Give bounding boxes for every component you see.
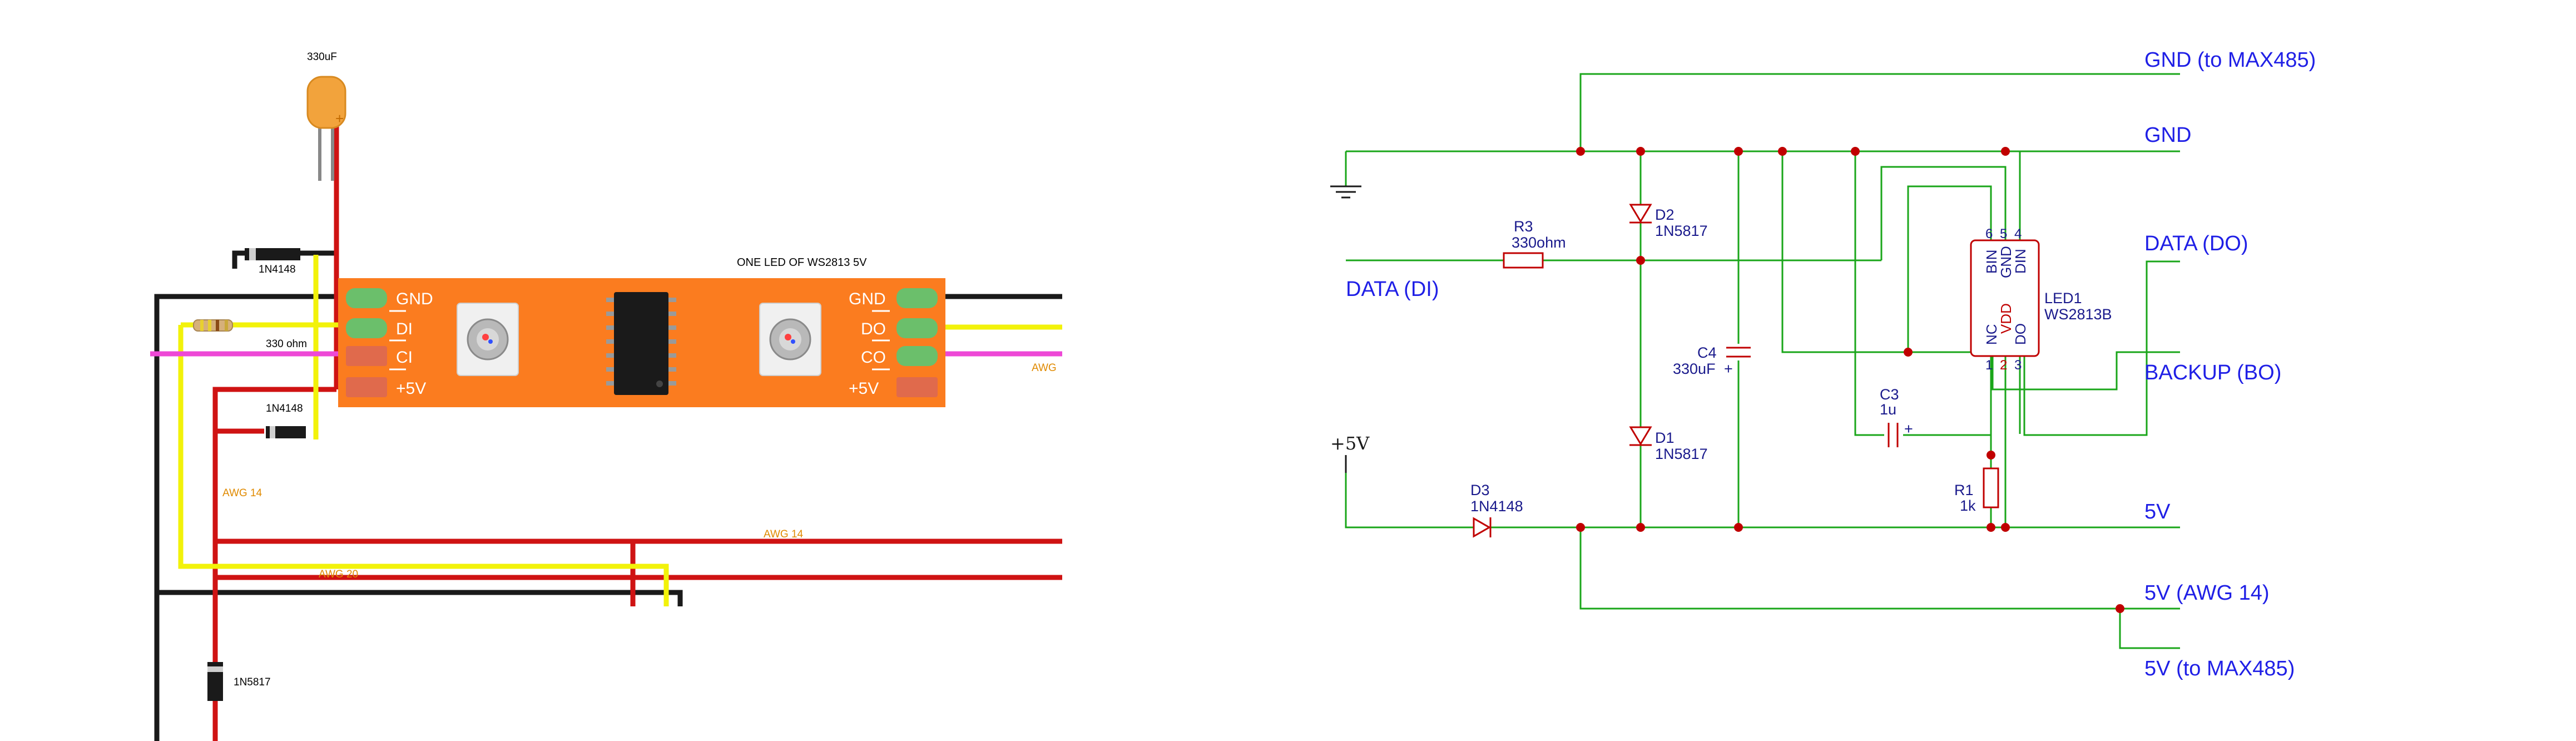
diode-1n4148-mid [266,426,306,438]
c4-ref: C4 [1697,344,1717,361]
d1-diode [1629,426,1652,446]
net-gnd: GND [2144,124,2191,147]
driver-ic [606,292,676,395]
net-gnd-max485: GND (to MAX485) [2144,48,2316,72]
c4-plus: + [1724,360,1733,377]
cap-value-label: 330uF [307,51,337,63]
pad-left-ci: CI [396,348,413,367]
r1-value: 1k [1960,497,1976,514]
led-chip-left [457,303,519,376]
d2-ref: D2 [1655,206,1675,223]
awg20-label: AWG 20 [319,569,358,580]
cap-polarity-mark: + [335,110,344,127]
led-strip-segment [338,278,945,407]
led1-pin-names: BIN GND DIN NC VDD DO [1983,246,2029,345]
c3-ref: C3 [1880,386,1899,403]
left-pad-labels: GND DI CI +5V [396,290,433,398]
pad-right-gnd: GND [849,290,886,308]
d3-value: 1N4148 [1470,498,1523,515]
pin-num-6: 6 [1985,226,1993,241]
pin-name-din: DIN [2012,249,2029,274]
r1-ref: R1 [1954,482,1974,498]
strip-title: ONE LED OF WS2813 5V [737,256,867,269]
c4-capacitor [1726,344,1751,360]
net-5v-max485: 5V (to MAX485) [2144,657,2295,680]
junction-dots [1576,147,2124,613]
pin-name-bin: BIN [1983,250,2000,274]
pin-name-vdd: VDD [1998,303,2014,334]
ground-symbol [1330,185,1361,199]
net-5v-awg14: 5V (AWG 14) [2144,581,2270,605]
pad-left-di: DI [396,320,413,338]
pin-num-3: 3 [2014,358,2022,373]
schematic-wires [1345,73,2180,649]
d1-ref: D1 [1655,429,1675,446]
pad-left-5v: +5V [396,379,426,398]
c3-plus: + [1904,421,1913,437]
pin-num-1: 1 [1985,358,1993,373]
r1-resistor [1983,467,1999,508]
c3-capacitor [1884,423,1903,447]
awg14-mid-label: AWG 14 [764,528,804,540]
pad-right-co: CO [861,348,886,367]
diode-mid-label: 1N4148 [266,403,303,414]
led-chip-right [759,303,821,376]
diode-bottom-label: 1N5817 [234,676,271,688]
d3-ref: D3 [1470,482,1490,498]
diode-top-label: 1N4148 [259,264,296,275]
d1-value: 1N5817 [1655,446,1708,462]
r3-ref: R3 [1514,218,1533,235]
diode-1n4148-top [245,248,300,260]
r3-value: 330ohm [1512,234,1566,251]
awg14-left-label: AWG 14 [222,487,262,499]
led1-pin-numbers: 6 5 4 1 2 3 [1985,226,2022,373]
awg-right-label: AWG [1032,362,1057,374]
net-labels: GND (to MAX485) GND DATA (DO) BACKUP (BO… [1346,48,2316,680]
electrolytic-capacitor: + [306,76,346,181]
led1-ref: LED1 [2044,290,2082,307]
pin-num-4: 4 [2014,226,2022,241]
net-5v: 5V [2144,500,2171,523]
schematic-view: +5V R3 330ohm D2 1N5817 D1 1N5817 D3 1N4… [1330,48,2316,680]
diode-1n5817-bottom [207,662,223,701]
pad-right-do: DO [861,320,886,338]
resistor-label: 330 ohm [266,338,307,350]
pin-name-do: DO [2012,323,2029,345]
c3-value: 1u [1880,401,1896,418]
d2-diode [1629,204,1652,224]
red-wires [212,122,1062,741]
plus5v-label: +5V [1330,433,1370,454]
net-backup-bo: BACKUP (BO) [2144,361,2281,384]
pad-left-gnd: GND [396,290,433,308]
led1-ws2813b [1970,239,2040,357]
pad-right-5v: +5V [849,379,879,398]
d3-diode [1473,517,1492,538]
net-data-di: DATA (DI) [1346,278,1439,301]
pin-num-2: 2 [2000,358,2007,373]
pin-num-5: 5 [2000,226,2007,241]
resistor-330 [193,319,233,332]
led1-value: WS2813B [2044,306,2112,323]
d2-value: 1N5817 [1655,223,1708,239]
pin-name-nc: NC [1983,324,2000,345]
r3-resistor [1503,252,1544,269]
net-data-do: DATA (DO) [2144,232,2248,255]
right-pad-labels: GND DO CO +5V [849,290,886,398]
c4-value: 330uF [1673,360,1716,377]
pin-name-gnd: GND [1998,246,2014,278]
breadboard-view: + 330uF 1N4148 330 ohm 1N4148 1N58 [150,51,1062,741]
